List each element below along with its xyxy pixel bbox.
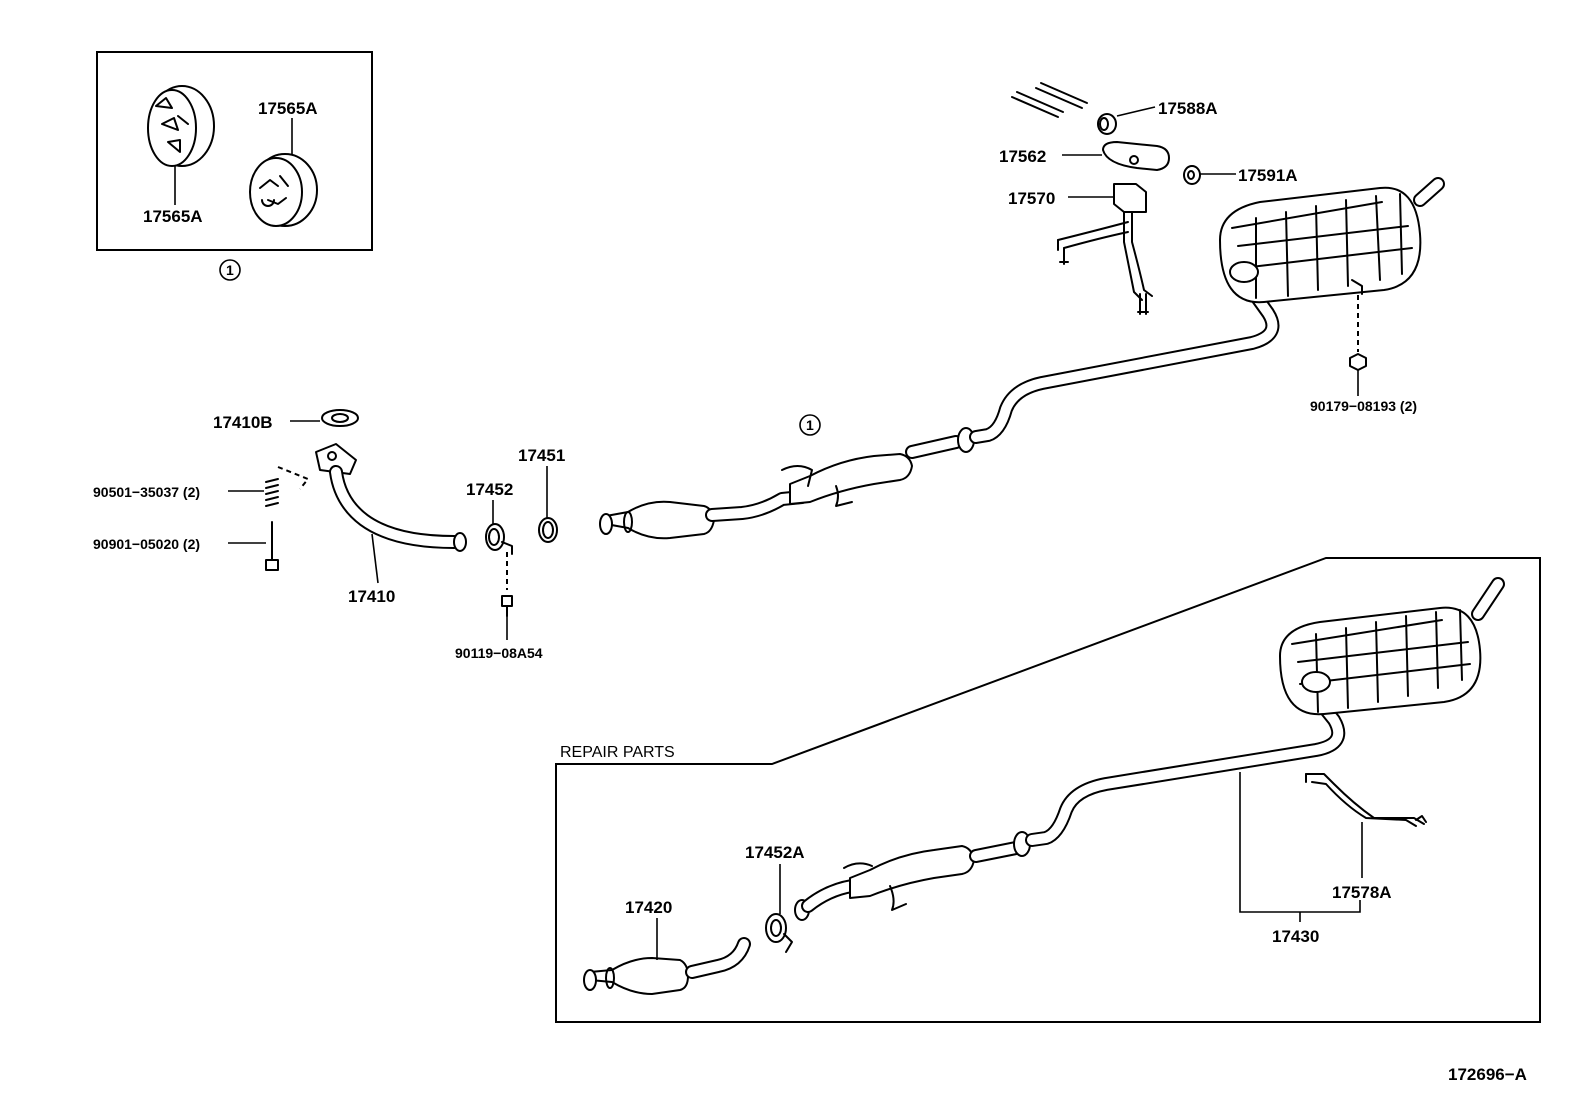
converter-17420[interactable] — [583, 937, 751, 995]
reference-number-pipe: 1 — [806, 417, 814, 433]
reference-circle-pipe — [799, 414, 821, 436]
hanger-rubber-right[interactable] — [249, 153, 318, 227]
inset-frame — [96, 51, 373, 251]
exhaust-pipe-assembly[interactable] — [599, 177, 1445, 540]
label-17410: 17410 — [348, 587, 395, 606]
label-17570: 17570 — [1008, 189, 1055, 208]
diagram-reference-id: 172696−A — [1448, 1065, 1527, 1084]
hanger-bracket-group: 17588A 17562 17591A 17570 — [999, 82, 1298, 315]
repair-parts-title: REPAIR PARTS — [560, 744, 675, 761]
clamp-17452A[interactable] — [765, 913, 793, 953]
repair-parts-frame — [555, 557, 1541, 1023]
nut-90179[interactable] — [1349, 353, 1367, 371]
label-17562: 17562 — [999, 147, 1046, 166]
support-17570[interactable] — [1057, 183, 1153, 315]
bracket-17578A[interactable] — [1305, 773, 1427, 827]
label-90119-08A54: 90119−08A54 — [455, 645, 543, 661]
label-17430: 17430 — [1272, 927, 1319, 946]
label-17420: 17420 — [625, 898, 672, 917]
nut-17591A[interactable] — [1183, 165, 1201, 185]
label-17588A: 17588A — [1158, 99, 1218, 118]
label-17578A: 17578A — [1332, 883, 1392, 902]
label-17410B: 17410B — [213, 413, 273, 432]
gasket-17451[interactable] — [538, 517, 558, 543]
label-17452A: 17452A — [745, 843, 805, 862]
label-17565A-top: 17565A — [258, 99, 318, 118]
label-17451: 17451 — [518, 446, 565, 465]
bracket-17562[interactable] — [1102, 141, 1170, 171]
label-17452: 17452 — [466, 480, 513, 499]
tailpipe-assembly-17430[interactable] — [794, 577, 1505, 921]
hanger-rubber-inset: 17565A 17565A 1 — [96, 51, 373, 281]
reference-number-inset: 1 — [226, 262, 234, 278]
spring-90501[interactable] — [265, 478, 279, 507]
reference-circle-inset — [219, 259, 241, 281]
label-90501-35037: 90501−35037 (2) — [93, 484, 200, 500]
front-pipe-17410[interactable] — [315, 443, 467, 552]
label-90179-08193: 90179−08193 (2) — [1310, 398, 1417, 414]
label-17565A-bottom: 17565A — [143, 207, 203, 226]
label-90901-05020: 90901−05020 (2) — [93, 536, 200, 552]
bolt-90901[interactable] — [265, 521, 279, 571]
label-17591A: 17591A — [1238, 166, 1298, 185]
gasket-17410B[interactable] — [321, 409, 359, 427]
repair-parts-box: REPAIR PARTS 17420 17452A — [555, 557, 1541, 1023]
bolt-90119[interactable] — [501, 595, 513, 617]
hanger-rubber-left[interactable] — [147, 85, 215, 167]
clamp-17452[interactable] — [485, 523, 513, 555]
cushion-17588A[interactable] — [1097, 113, 1117, 135]
